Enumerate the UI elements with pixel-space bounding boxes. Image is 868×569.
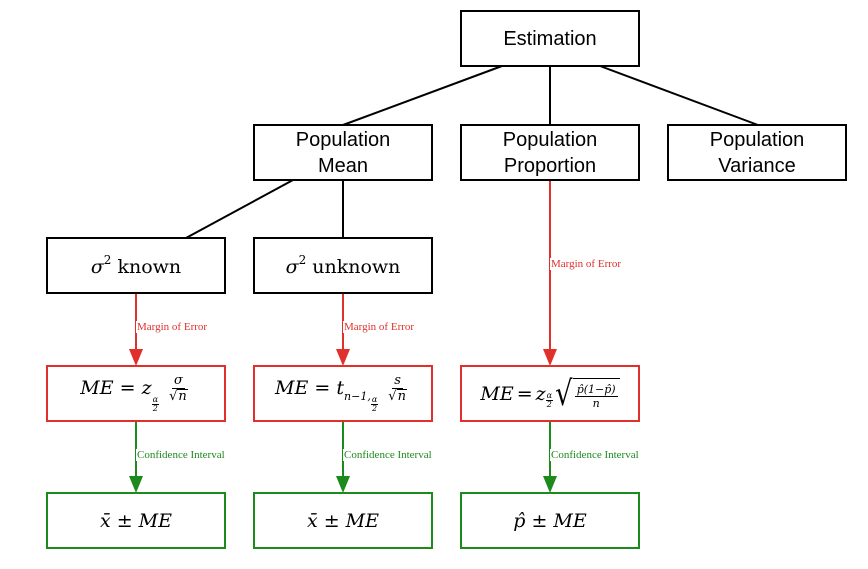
- two-symbol: 2: [546, 400, 552, 409]
- arrowhead-unknown-me: [336, 349, 350, 366]
- node-sigma-unknown: σ2 unknown: [253, 237, 433, 294]
- p-hat-fraction: p̂(1−p̂) n: [574, 382, 618, 410]
- denominator: n: [592, 396, 600, 410]
- node-ci-sigma-unknown: x̄ ± ME: [253, 492, 433, 549]
- me-lhs: ME: [80, 377, 114, 399]
- node-sigma-known: σ2 known: [46, 237, 226, 294]
- node-population-proportion-label: Population Proportion: [502, 128, 598, 177]
- ci-known-formula: x̄ ± ME: [99, 509, 173, 532]
- equals-sign: =: [314, 377, 331, 399]
- node-population-variance: Population Variance: [667, 124, 847, 181]
- node-population-mean-label: Population Mean: [295, 128, 391, 177]
- sigma-power: 2: [103, 253, 112, 267]
- sigma-unknown-expression: σ2 unknown: [286, 253, 401, 278]
- arrowhead-known-me: [129, 349, 143, 366]
- edge-label-margin-of-error-proportion: Margin of Error: [550, 258, 623, 270]
- arrowhead-unknown-ci: [336, 476, 350, 493]
- node-estimation-label: Estimation: [503, 27, 597, 50]
- edge-mean-to-sigma-known: [185, 179, 294, 239]
- numerator: s: [392, 373, 403, 389]
- sigma-known-expression: σ2 known: [91, 253, 181, 278]
- z-variable: z: [141, 377, 152, 399]
- edge-label-confidence-interval-proportion: Confidence Interval: [550, 449, 640, 461]
- node-population-proportion: Population Proportion: [460, 124, 640, 181]
- two-symbol: 2: [152, 404, 158, 413]
- node-population-mean: Population Mean: [253, 124, 433, 181]
- equals-sign: =: [119, 377, 136, 399]
- df-subscript: n−1,: [344, 390, 371, 403]
- equals-sign: =: [516, 382, 533, 405]
- arrowhead-known-ci: [129, 476, 143, 493]
- known-word: known: [117, 256, 182, 278]
- denominator: √n: [388, 389, 407, 404]
- alpha-symbol: α: [151, 395, 160, 405]
- square-root-body: p̂(1−p̂) n: [572, 377, 620, 414]
- two-symbol: 2: [371, 404, 378, 413]
- ci-unknown-formula: x̄ ± ME: [306, 509, 380, 532]
- alpha-symbol: α: [370, 395, 379, 405]
- edge-label-margin-of-error-known: Margin of Error: [136, 321, 209, 333]
- ci-proportion-formula: p̂ ± ME: [513, 509, 587, 532]
- edge-label-confidence-interval-unknown: Confidence Interval: [343, 449, 433, 461]
- edge-label-margin-of-error-unknown: Margin of Error: [343, 321, 416, 333]
- edge-estimation-to-mean: [342, 65, 503, 126]
- sigma-power: 2: [298, 253, 307, 267]
- z-variable: z: [535, 382, 546, 405]
- edge-label-confidence-interval-known: Confidence Interval: [136, 449, 226, 461]
- me-lhs: ME: [275, 377, 309, 399]
- sigma-over-root-n: σ √n: [167, 374, 190, 404]
- me-lhs: ME: [480, 382, 514, 405]
- node-population-variance-label: Population Variance: [709, 128, 805, 177]
- edge-estimation-to-variance: [599, 65, 759, 126]
- square-root-sign: √ p̂(1−p̂) n: [553, 374, 620, 414]
- sigma-symbol: σ: [285, 256, 299, 278]
- alpha-symbol: α: [545, 391, 554, 401]
- unknown-word: unknown: [312, 256, 401, 278]
- s-over-root-n: s √n: [386, 374, 409, 404]
- denominator: √n: [169, 389, 188, 404]
- node-estimation: Estimation: [460, 10, 640, 67]
- radicand: n: [177, 389, 188, 404]
- arrowhead-proportion-ci: [543, 476, 557, 493]
- radicand: n: [396, 389, 407, 404]
- numerator: σ: [171, 373, 185, 389]
- sigma-symbol: σ: [90, 256, 104, 278]
- node-ci-proportion: p̂ ± ME: [460, 492, 640, 549]
- node-ci-sigma-known: x̄ ± ME: [46, 492, 226, 549]
- arrowhead-proportion-me: [543, 349, 557, 366]
- t-variable: t: [336, 377, 345, 399]
- numerator: p̂(1−p̂): [574, 382, 618, 397]
